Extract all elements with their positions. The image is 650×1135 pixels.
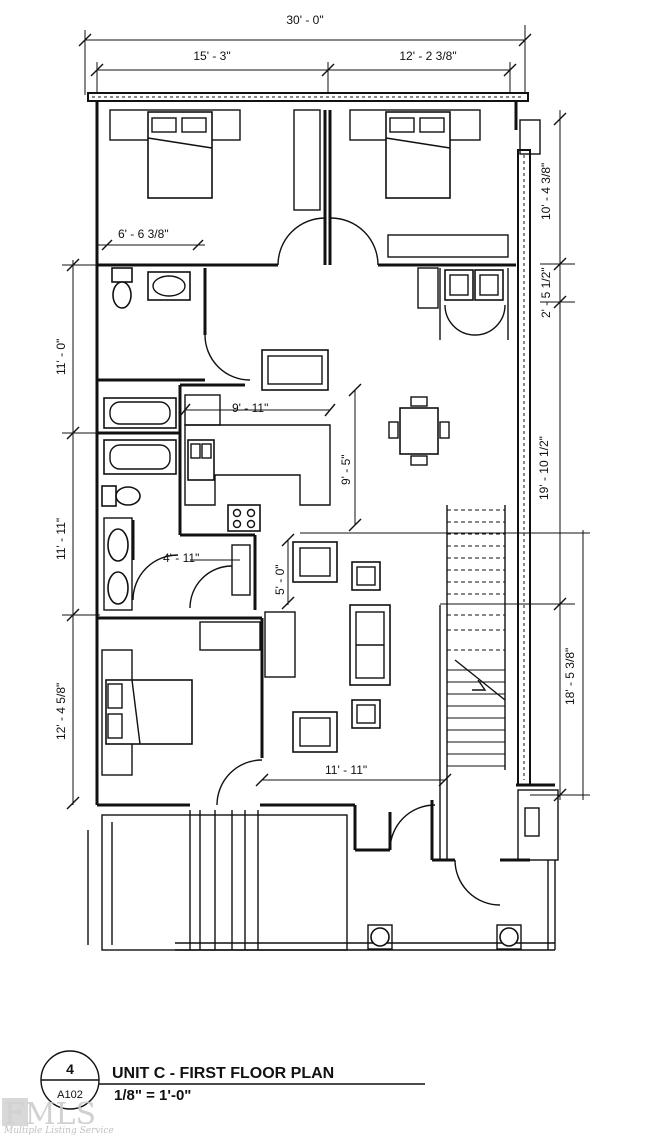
- dim-right-top: 10' - 4 3/8": [539, 163, 553, 220]
- door-swing-icon: [189, 565, 233, 609]
- bed-icon: [385, 111, 451, 199]
- fmls-watermark: FMLS Multiple Listing Service: [2, 1097, 114, 1135]
- top-dimensions: 30' - 0" 15' - 3" 12' - 2 3/8": [78, 13, 532, 95]
- plan-title: UNIT C - FIRST FLOOR PLAN: [112, 1065, 334, 1082]
- sheet-number: A102: [57, 1089, 83, 1101]
- dim-top-left: 15' - 3": [193, 49, 230, 63]
- door-swing-icon: [444, 304, 476, 336]
- table-icon: [399, 407, 439, 455]
- door-swing-icon: [454, 859, 501, 906]
- right-dimensions: 10' - 4 3/8" 2' - 5 1/2" 19' - 10 1/2" 1…: [300, 110, 590, 802]
- column-icon: [370, 927, 390, 947]
- dining-table: [388, 396, 450, 466]
- watermark-logo: FMLS: [4, 1097, 96, 1132]
- dim-overall-width: 30' - 0": [286, 13, 323, 27]
- exterior-walls: [87, 92, 555, 807]
- bedroom-2: [328, 109, 541, 267]
- bathroom-upper: [97, 267, 251, 429]
- dim-living-width: 11' - 11": [325, 763, 367, 777]
- watermark-subtitle: Multiple Listing Service: [3, 1126, 114, 1135]
- dim-left-lower: 12' - 4 5/8": [54, 683, 68, 740]
- kitchen-sink-icon: [187, 439, 215, 481]
- toilet-icon: [111, 267, 133, 283]
- dim-top-right: 12' - 2 3/8": [399, 49, 456, 63]
- detail-number: 4: [66, 1061, 74, 1077]
- dim-closet-depth: 5' - 0": [273, 564, 287, 595]
- bathroom-lower: [97, 431, 180, 611]
- dim-right-small: 2' - 5 1/2": [539, 267, 553, 318]
- kitchen: 9' - 11" 9' - 5": [178, 349, 362, 535]
- dim-right-lower: 18' - 5 3/8": [563, 648, 577, 705]
- dim-closet-width: 4' - 11": [163, 551, 199, 565]
- door-swing-icon: [132, 554, 179, 601]
- dim-right-middle: 19' - 10 1/2": [537, 436, 551, 500]
- entry-doors: [353, 789, 559, 906]
- laundry-closet: [417, 267, 509, 340]
- title-block: 4 A102 UNIT C - FIRST FLOOR PLAN 1/8" = …: [40, 1050, 425, 1110]
- left-dimensions: 11' - 0" 11' - 11" 12' - 4 5/8": [54, 258, 100, 810]
- door-swing-icon: [277, 217, 326, 266]
- closet: 4' - 11" 5' - 0": [163, 533, 295, 610]
- bed-icon: [105, 679, 193, 745]
- sink-icon: [107, 528, 129, 562]
- dim-kitchen-width: 9' - 11": [232, 401, 268, 415]
- bedroom-1: 6' - 6 3/8": [97, 109, 327, 267]
- dim-left-middle: 11' - 11": [54, 518, 68, 560]
- toilet-icon: [101, 485, 117, 507]
- door-swing-icon: [204, 334, 251, 381]
- stove-icon: [227, 504, 261, 532]
- living-room: 11' - 11": [255, 541, 452, 787]
- column-icon: [499, 927, 519, 947]
- staircase: [439, 505, 506, 860]
- arrow-icon: [472, 679, 487, 691]
- door-swing-icon: [216, 759, 263, 806]
- door-swing-icon: [389, 804, 436, 851]
- dim-kitchen-depth: 9' - 5": [339, 454, 353, 485]
- sink-icon: [107, 571, 129, 605]
- dim-left-upper: 11' - 0": [54, 339, 68, 375]
- bed-icon: [147, 111, 213, 199]
- plan-scale: 1/8" = 1'-0": [114, 1087, 191, 1104]
- bedroom-3: [97, 616, 264, 806]
- dim-bedroom1-width: 6' - 6 3/8": [118, 227, 169, 241]
- front-porch: [87, 810, 556, 951]
- door-swing-icon: [330, 217, 379, 266]
